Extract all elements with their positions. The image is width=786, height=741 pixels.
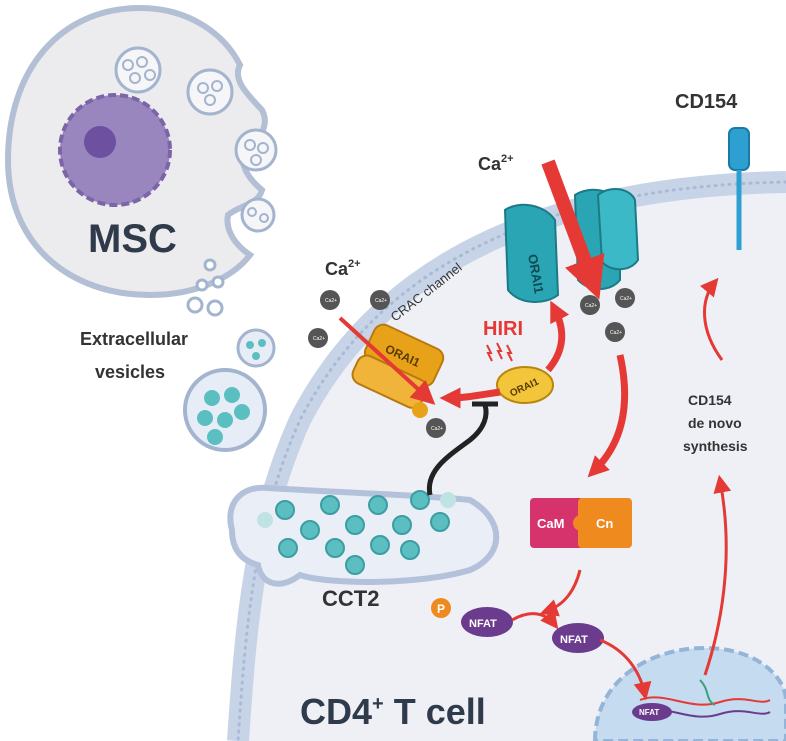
hiri-label: HIRI — [483, 318, 523, 340]
ca-ion-label: Ca2+ — [620, 296, 632, 302]
hiri-spark-icon — [486, 342, 513, 362]
orai1-free-protein: ORAI1 — [496, 366, 554, 404]
extracellular-vesicle-large — [183, 368, 267, 452]
ca-influx-arrow-left — [338, 316, 436, 405]
arrow-synthesis — [703, 474, 732, 676]
cd154-receptor — [728, 127, 750, 250]
msc-nucleus — [58, 93, 172, 207]
cam-box — [530, 498, 584, 548]
phosphate-icon — [431, 598, 451, 618]
fusing-vesicle — [227, 484, 500, 587]
ca-ion-label: Ca2+ — [375, 298, 387, 304]
ca-left-label: Ca2+ — [325, 258, 361, 279]
nfat-active: NFAT — [552, 623, 604, 653]
ca-ion-label: Ca2+ — [610, 330, 622, 336]
msc-label: MSC — [88, 217, 177, 261]
synthesis-line1: CD154 — [688, 392, 732, 408]
nfat-phosphorylated: NFAT P — [431, 598, 513, 637]
ca-ion-label: Ca2+ — [431, 426, 443, 432]
cct2-label: CCT2 — [322, 586, 379, 611]
svg-text:CaM: CaM — [537, 516, 564, 531]
msc-cell: MSC — [4, 4, 278, 317]
svg-text:NFAT: NFAT — [560, 634, 588, 646]
cd154-label: CD154 — [675, 91, 738, 113]
arrow-synthesis-upper — [700, 277, 724, 361]
arrow-orai-to-channel-left — [439, 387, 501, 409]
cam-cn-complex: CaM Cn — [530, 498, 632, 548]
t-cell-nucleus: NFAT — [592, 645, 786, 741]
synthesis-line2: de novo — [688, 415, 742, 431]
svg-text:P: P — [437, 602, 445, 616]
ev-label-line2: vesicles — [95, 362, 165, 382]
msc-vesicles — [114, 46, 278, 233]
ca-ion-label: Ca2+ — [585, 303, 597, 309]
orai1-channel-left: ORAI1 — [351, 323, 445, 409]
arrow-ca-to-calmodulin — [587, 354, 629, 478]
cn-box — [578, 498, 632, 548]
svg-text:NFAT: NFAT — [469, 618, 497, 630]
ev-label-line1: Extracellular — [80, 329, 188, 349]
arrow-nfat-to-nucleus — [599, 638, 652, 701]
cell-title: CD4+ T cell — [300, 691, 486, 732]
orai1-right-label: ORAI1 — [525, 253, 547, 295]
extracellular-vesicle-small — [236, 328, 276, 368]
ca-ion-label: Ca2+ — [325, 298, 337, 304]
ca-ions-left: Ca2+ Ca2+ Ca2+ Ca2+ — [308, 290, 446, 438]
cct2-particles — [275, 490, 450, 575]
synthesis-line3: synthesis — [683, 438, 748, 454]
ca-ion-gold — [412, 402, 428, 418]
svg-text:Cn: Cn — [596, 516, 613, 531]
ca-ions-right: Ca2+ Ca2+ Ca2+ — [580, 288, 635, 342]
ca-influx-arrow-right — [541, 159, 605, 300]
svg-text:NFAT: NFAT — [639, 708, 659, 717]
arrow-dephosphorylation — [511, 609, 559, 630]
ca-ion-label: Ca2+ — [313, 336, 325, 342]
arrow-hiri-to-channel — [545, 300, 570, 373]
ca-top-label: Ca2+ — [478, 153, 514, 174]
inhibition-line — [426, 404, 489, 496]
